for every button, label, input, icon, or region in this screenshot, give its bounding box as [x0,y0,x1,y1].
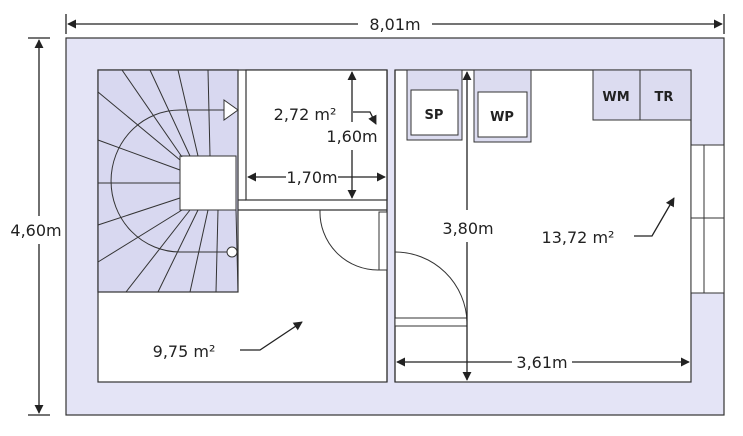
total-width-label: 8,01m [369,15,420,34]
fixture-wp: WP [473,69,532,143]
total-height-label: 4,60m [10,221,61,240]
fixture-wm-tr: WM TR [592,69,692,121]
dimension-kitchen-width: 3,61m [396,353,690,372]
kitchen-window [690,144,725,294]
hall-area-label: 9,75 m² [153,342,216,361]
bath-area-label: 2,72 m² [274,105,337,124]
hall-area-arrow [240,321,303,351]
kitchen-width-label: 3,61m [516,353,567,372]
bath-area-arrow [353,111,377,125]
dimension-kitchen-height: 3,80m [442,71,494,381]
fixture-sp-label: SP [425,108,444,123]
dimension-total-height: 4,60m [10,37,62,416]
fixture-tr-label: TR [655,90,674,105]
bath-door [319,209,388,271]
dimension-bath-height: 1,60m [326,71,378,199]
fixture-wp-label: WP [490,110,514,125]
dimension-bath-width: 1,70m [247,168,386,187]
kitchen-height-label: 3,80m [442,219,493,238]
staircase [97,69,239,293]
fixture-wm-label: WM [602,90,629,105]
fixture-sp: SP [406,69,463,141]
dimension-total-width: 8,01m [65,14,725,34]
bath-room [245,69,388,201]
bath-height-label: 1,60m [326,127,377,146]
bath-width-label: 1,70m [286,168,337,187]
kitchen-area-arrow [634,197,675,237]
kitchen-area-label: 13,72 m² [542,228,615,247]
